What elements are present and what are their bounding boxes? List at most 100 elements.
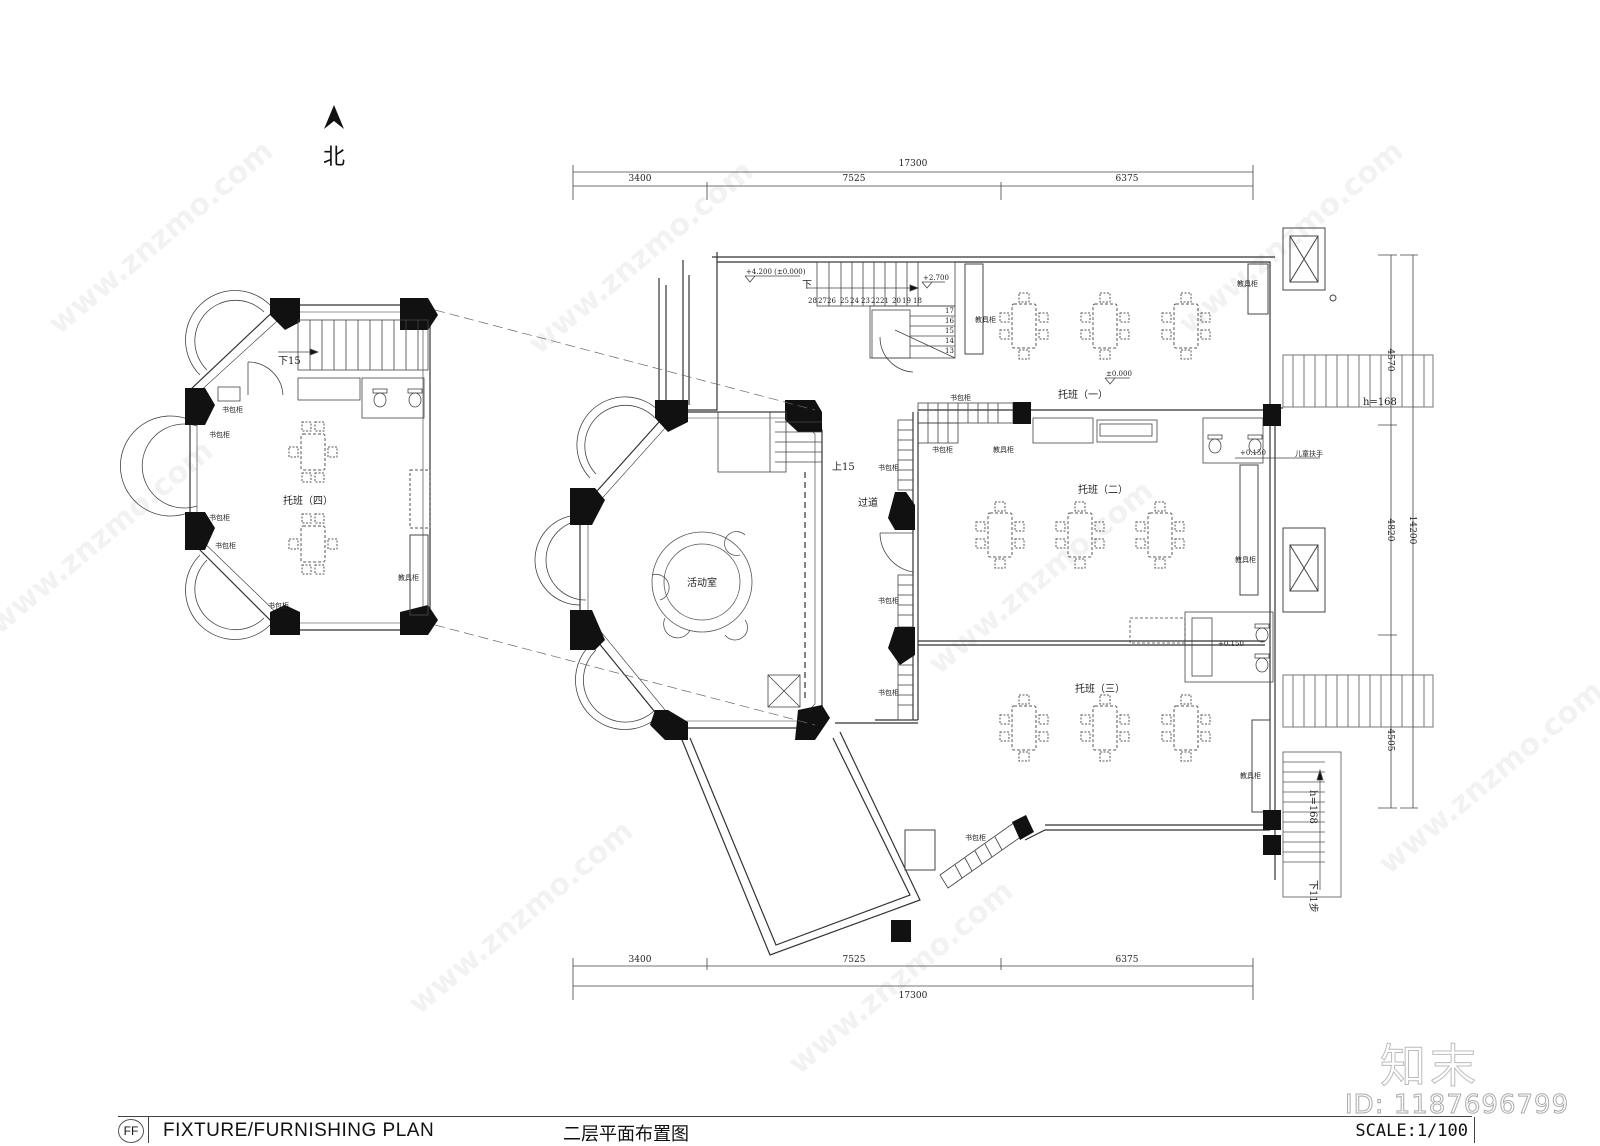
toy-cabinet <box>409 534 429 616</box>
dimension-segment: 4505 <box>1385 729 1395 752</box>
structural-column <box>270 298 300 330</box>
small-stair-activity <box>717 411 822 473</box>
bag-cabinet-label: 书包柜 <box>965 833 986 842</box>
divider <box>148 1117 149 1143</box>
stair-number: 22 <box>871 297 880 305</box>
top-dimension-line <box>572 165 1254 200</box>
room-label-corridor: 过道 <box>858 496 878 509</box>
bag-cabinet-label: 书包柜 <box>950 393 971 402</box>
room-label-class-3: 托班（三） <box>1075 682 1125 695</box>
stair-number: 21 <box>880 297 889 305</box>
structural-column <box>1012 815 1034 840</box>
structural-column <box>185 388 215 425</box>
step-height-label: h=168 <box>1363 397 1397 408</box>
structural-column <box>185 512 215 550</box>
scale-label: SCALE:1/100 <box>1355 1121 1468 1141</box>
watermark-brand: 知末 <box>1380 1039 1480 1094</box>
dimension-segment: 6375 <box>1116 955 1139 965</box>
sink-counter <box>1032 417 1158 444</box>
table-set <box>1080 694 1130 762</box>
bag-cabinet-label: 书包柜 <box>222 405 243 414</box>
stair-number: 15 <box>945 327 954 335</box>
toy-cabinet-label: 教具柜 <box>975 315 996 324</box>
level-wc-text: +0.150 <box>1240 449 1266 457</box>
room-label-class-1: 托班（一） <box>1058 388 1108 401</box>
dimension-total-bottom: 17300 <box>899 991 928 1001</box>
class-4-stair <box>247 319 429 396</box>
stair-number: 17 <box>945 307 954 315</box>
stair-number: 13 <box>945 347 954 355</box>
stair-number: 14 <box>945 337 954 345</box>
dimension-segment: 4570 <box>1385 349 1395 372</box>
shaft-upper <box>1282 227 1337 302</box>
toy-cabinet <box>1239 464 1259 596</box>
stair-step-numbers: 28 27 26 25 24 23 22 21 20 19 18 17 16 1… <box>808 297 954 355</box>
scale-box: SCALE:1/100 <box>1334 1117 1475 1143</box>
dimension-segment: 3400 <box>629 174 652 184</box>
bag-cabinet-row <box>917 402 1014 444</box>
external-stair-middle <box>1282 674 1434 728</box>
external-stair-upper <box>1282 354 1434 408</box>
bag-cabinet-diagonal <box>939 821 1023 889</box>
north-arrow-icon <box>324 105 344 129</box>
structural-column <box>650 710 688 740</box>
structural-column <box>891 920 911 942</box>
structural-column <box>1013 402 1031 424</box>
bag-cabinet-label: 书包柜 <box>268 601 289 610</box>
projection-lines <box>434 309 816 726</box>
door-swing <box>879 532 914 573</box>
structural-column <box>570 610 605 650</box>
main-staircase <box>807 261 956 359</box>
table-set <box>288 421 338 483</box>
level-landing-text: +2.700 <box>923 274 949 282</box>
stair-number: 16 <box>945 317 954 325</box>
stair-number: 27 <box>818 297 827 305</box>
stair-number: 18 <box>913 297 922 305</box>
level-class-text: ±0.000 <box>1106 370 1132 378</box>
bag-cabinet-label: 书包柜 <box>878 688 899 697</box>
structural-column <box>655 400 688 432</box>
table-set <box>1161 694 1211 762</box>
structural-column <box>270 605 300 635</box>
external-stair-lower <box>1282 751 1342 898</box>
toy-cabinet <box>964 263 984 355</box>
north-label: 北 <box>322 145 345 170</box>
bag-cabinet-label: 书包柜 <box>209 430 230 439</box>
table-set <box>1055 501 1105 569</box>
washroom-upper <box>1202 417 1264 464</box>
step-height-label: h=168 <box>1307 790 1318 824</box>
watermark-id: ID: 1187696799 <box>1344 1090 1570 1121</box>
level-marker-landing: +2.700 <box>921 274 949 289</box>
stair-number: 28 <box>808 297 817 305</box>
toy-cabinet-label: 教具柜 <box>1235 555 1256 564</box>
structural-column <box>400 605 438 635</box>
structural-column <box>400 298 438 330</box>
dimension-total-right: 14200 <box>1407 516 1417 545</box>
toy-cabinet <box>1247 263 1269 315</box>
toy-cabinet-label: 教具柜 <box>1237 279 1258 288</box>
structural-column <box>1263 810 1281 830</box>
level-upper-text: +4.200 (±0.000) <box>746 268 806 276</box>
stair-number: 19 <box>902 297 911 305</box>
bottom-dimension-line <box>572 958 1254 1000</box>
plan-title-cn: 二层平面布置图 <box>563 1124 689 1145</box>
table-set <box>288 513 338 575</box>
shaft-middle <box>1282 527 1326 613</box>
toy-cabinet-label: 教具柜 <box>398 573 419 582</box>
fixture-box <box>904 829 936 871</box>
toy-cabinet-label: 教具柜 <box>993 445 1014 454</box>
table-set <box>1135 501 1185 569</box>
round-table-activity <box>651 531 753 641</box>
structural-column <box>888 492 915 530</box>
room-label-class-4: 托班（四） <box>283 494 333 507</box>
room-label-activity: 活动室 <box>687 576 717 589</box>
bag-cabinet-label: 书包柜 <box>215 541 236 550</box>
fixture-dashed <box>409 469 431 529</box>
class-4-washroom <box>217 377 425 419</box>
structural-column <box>570 488 605 525</box>
structural-column <box>888 627 915 665</box>
dimension-segment: 7525 <box>843 174 866 184</box>
level-marker-upper: +4.200 (±0.000) <box>744 268 806 283</box>
bay-windows-activity <box>534 396 661 730</box>
